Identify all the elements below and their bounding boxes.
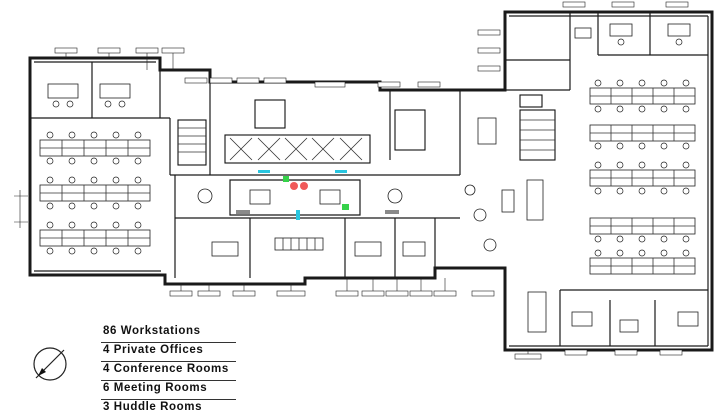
stat-conference-rooms: 4 Conference Rooms <box>103 363 229 375</box>
room-tags <box>54 1 689 360</box>
interior-walls <box>30 12 708 350</box>
dimension-ticks <box>14 190 28 228</box>
workstations-west <box>39 83 151 255</box>
accent-markers <box>236 170 399 220</box>
conference-tables <box>197 117 544 257</box>
divider <box>101 399 236 400</box>
stat-meeting-rooms: 6 Meeting Rooms <box>103 382 208 394</box>
building-core <box>177 94 556 166</box>
stat-private-offices: 4 Private Offices <box>103 344 204 356</box>
divider <box>101 380 236 381</box>
divider <box>101 342 236 343</box>
stat-huddle-rooms: 3 Huddle Rooms <box>103 401 203 413</box>
stat-workstations: 86 Workstations <box>103 325 201 337</box>
workstations-east <box>527 23 699 333</box>
north-arrow-icon <box>33 347 67 381</box>
exterior-walls <box>28 10 714 352</box>
divider <box>101 361 236 362</box>
